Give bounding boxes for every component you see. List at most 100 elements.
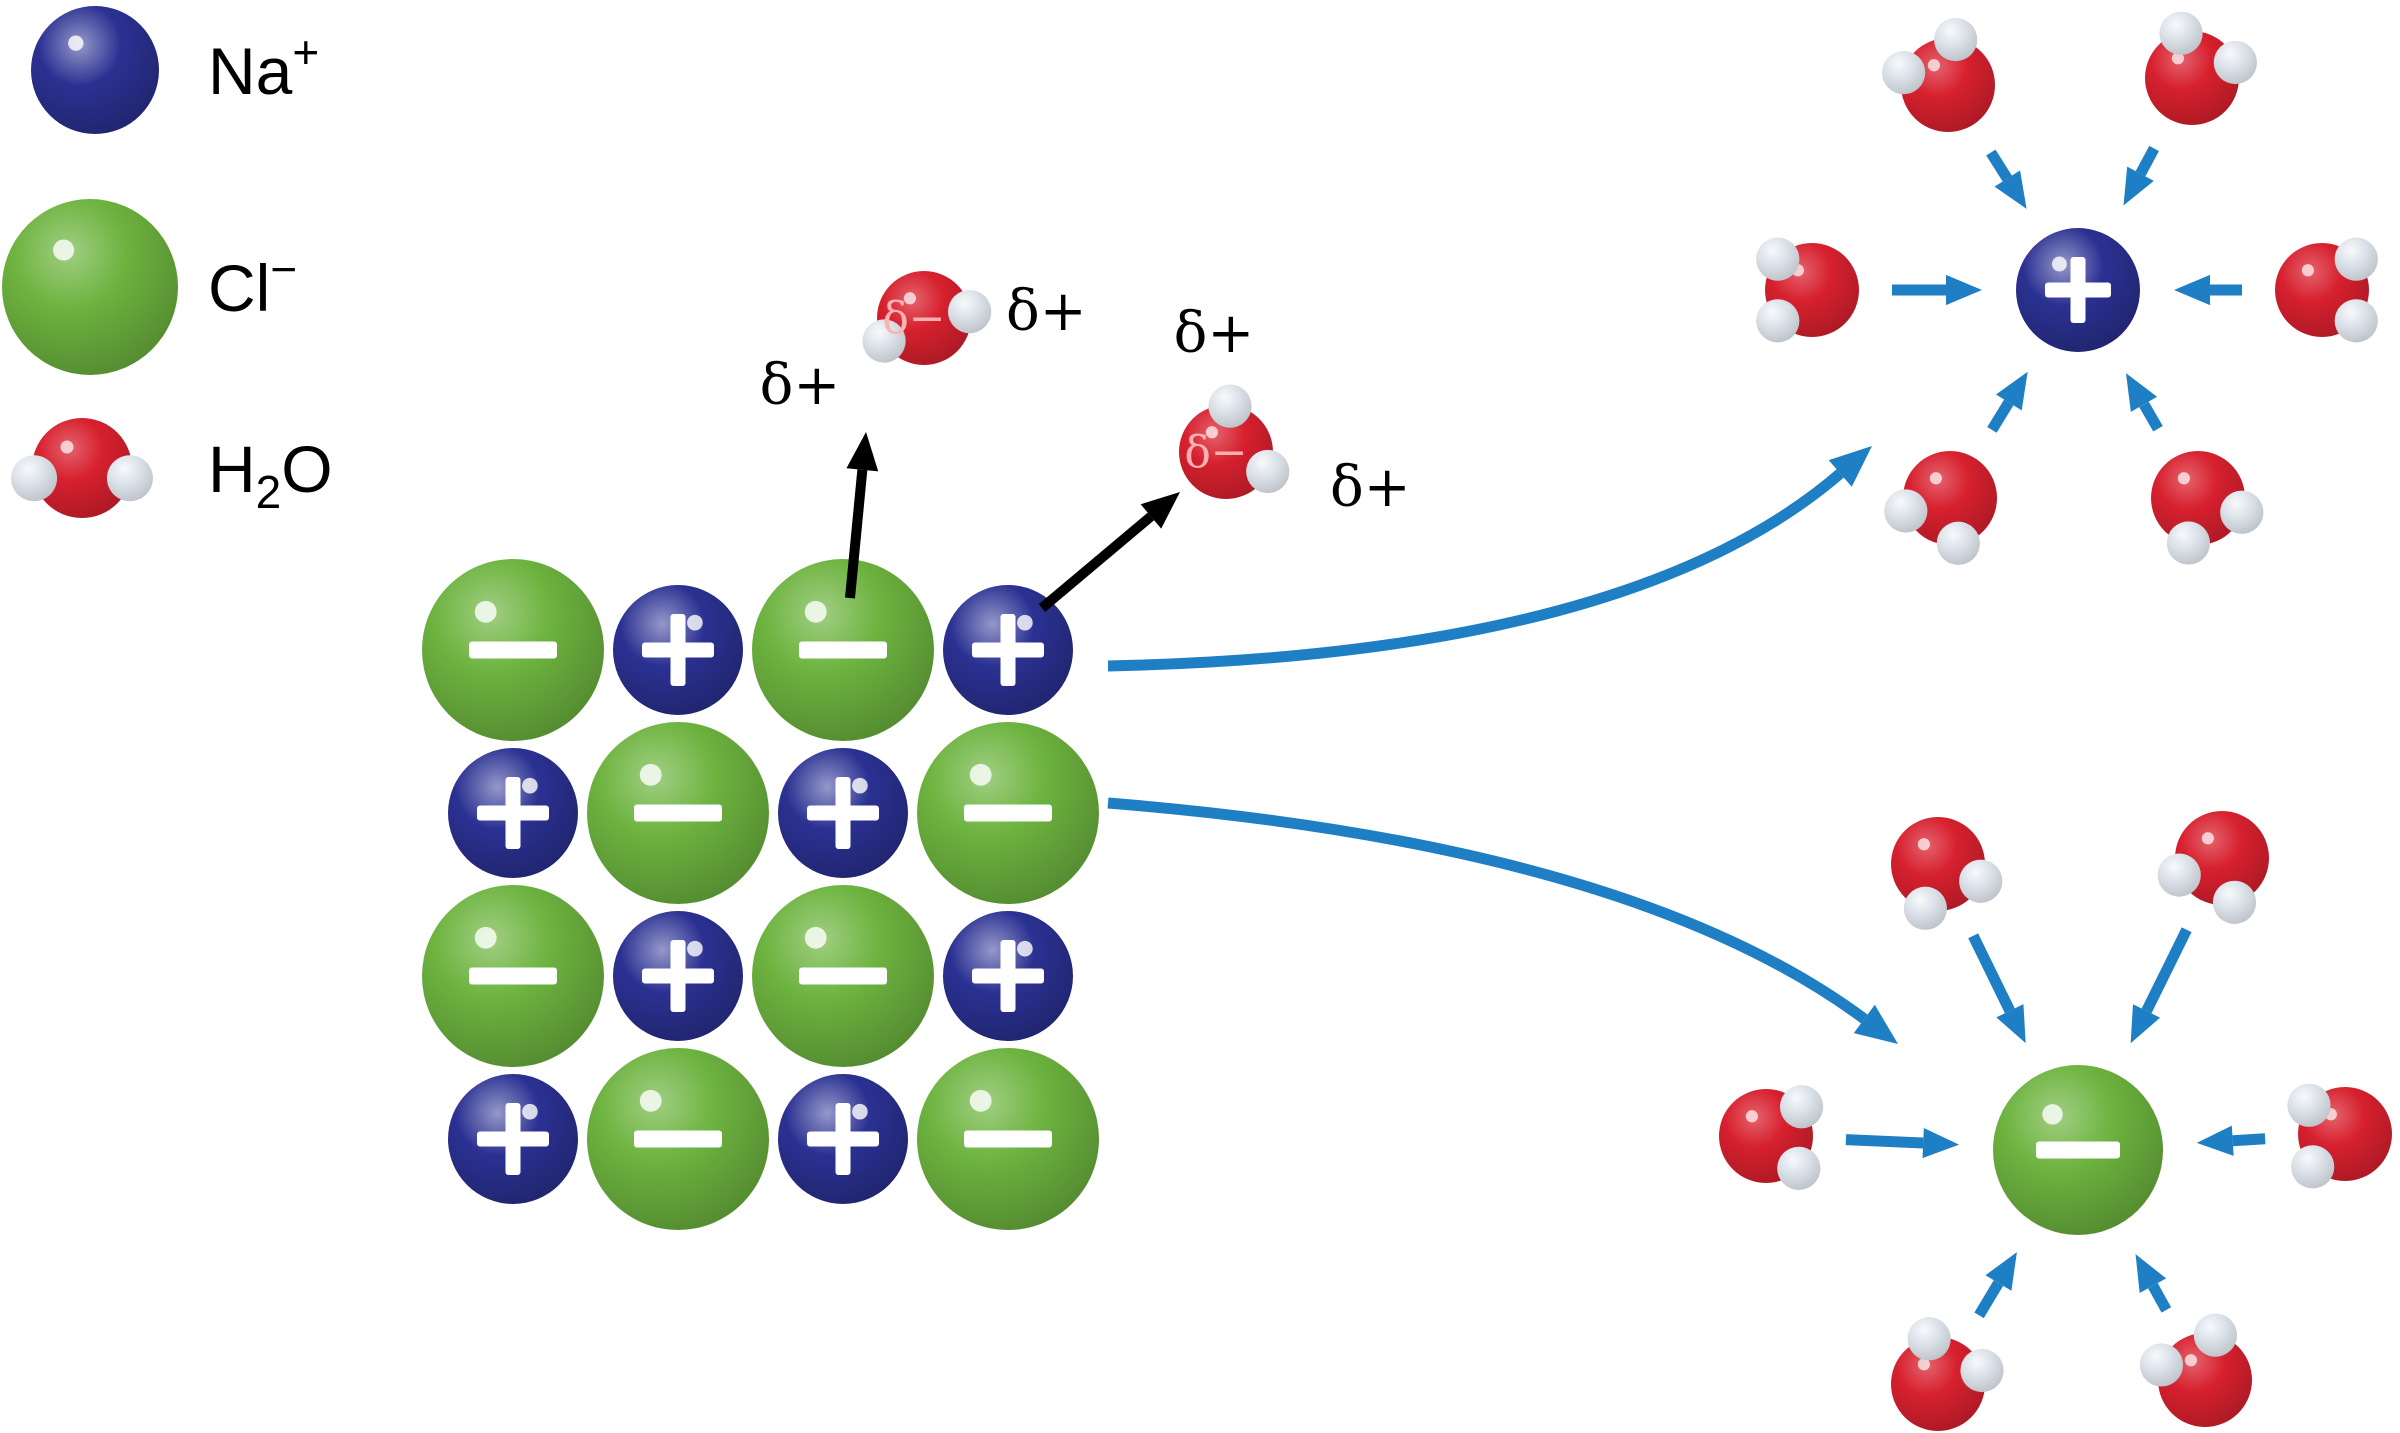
hydrogen-atom [2159, 11, 2203, 55]
minus-sign [964, 1130, 1052, 1148]
hydrogen-atom [1884, 489, 1928, 533]
specular-highlight [969, 1089, 992, 1112]
water-molecule [1891, 817, 2003, 930]
escaping-water-1 [862, 271, 992, 365]
plus-sign [972, 940, 1044, 1012]
hydrogen-atom [2157, 853, 2201, 897]
oxygen-atom [2158, 1333, 2252, 1427]
specular-highlight [1917, 838, 1931, 851]
escaping-water-2 [1179, 384, 1290, 499]
minus-sign [634, 804, 722, 822]
hydrogen-atom [947, 289, 992, 334]
oxygen-atom [32, 418, 132, 518]
specular-highlight [2051, 256, 2067, 272]
hydrogen-atom [2212, 880, 2257, 924]
legend-sodium-sphere [31, 6, 159, 134]
specular-highlight [1205, 426, 1219, 439]
specular-highlight [2184, 1354, 2198, 1367]
hydrogen-atom [2291, 1145, 2335, 1189]
specular-highlight [687, 940, 703, 957]
hydration-arrow [1974, 1252, 2017, 1319]
hydrogen-atom [1907, 1317, 1951, 1361]
specular-highlight [60, 440, 74, 454]
minus-sign [469, 641, 557, 659]
hydrogen-atom [1756, 299, 1800, 343]
hydrogen-atom [1903, 886, 1947, 930]
minus-sign [964, 804, 1052, 822]
hydrogen-atom [862, 319, 906, 363]
extraction-arrow [845, 432, 879, 599]
oxygen-atom [1891, 1337, 1985, 1431]
water-molecule [2151, 451, 2264, 565]
hydrogen-atom [106, 455, 153, 502]
hydrogen-atom [1960, 1348, 2004, 1393]
water-molecule [1719, 1085, 1824, 1190]
water-molecule [2275, 237, 2378, 343]
hydrogen-atom [1882, 50, 1926, 95]
water-molecule [1891, 1317, 2004, 1431]
specular-highlight [804, 926, 827, 949]
hydrogen-atom [1777, 1146, 1821, 1190]
hydrogen-atom [2213, 40, 2257, 85]
water-molecule [1884, 451, 1997, 565]
hydration-arrow [2125, 373, 2163, 432]
water-molecule [1756, 237, 1859, 343]
specular-highlight [522, 777, 538, 794]
plus-sign [807, 1103, 879, 1175]
plus-sign [807, 777, 879, 849]
hydrogen-atom [1959, 859, 2003, 903]
specular-highlight [687, 614, 703, 631]
hydration-arrow [1892, 274, 1982, 306]
delta-plus-label: δ+ [1330, 455, 1411, 520]
plus-sign [642, 614, 714, 686]
delta-minus-label: δ− [1184, 427, 1247, 478]
hydrogen-atom [2139, 1343, 2184, 1387]
oxygen-atom [1901, 38, 1995, 132]
specular-highlight [68, 35, 84, 51]
specular-highlight [639, 763, 662, 786]
hydration-arrow [1968, 933, 2026, 1044]
hydrogen-atom [2166, 521, 2211, 565]
hydrogen-atom [2334, 237, 2378, 281]
hydrogen-atom [1756, 237, 1800, 281]
hydrated-chloride-ion [1719, 811, 2392, 1431]
specular-highlight [522, 1103, 538, 1120]
minus-sign [2036, 1141, 2120, 1159]
hydrogen-atom [1208, 384, 1252, 428]
plus-sign [642, 940, 714, 1012]
water-molecule [1882, 17, 1995, 132]
plus-sign [477, 1103, 549, 1175]
hydrogen-atom [11, 455, 58, 502]
specular-highlight [2177, 472, 2191, 485]
oxygen-atom [2151, 451, 2245, 545]
plus-sign [972, 614, 1044, 686]
specular-highlight [969, 763, 992, 786]
hydration-arrow [1986, 149, 2027, 209]
specular-highlight [2171, 52, 2185, 65]
oxygen-atom [1903, 451, 1997, 545]
minus-sign [634, 1130, 722, 1148]
specular-highlight [1745, 1110, 1759, 1123]
legend-water-molecule [11, 418, 153, 518]
delta-plus-label: δ+ [1174, 301, 1255, 366]
hydrogen-atom [2193, 1313, 2238, 1357]
hydration-arrow [2123, 145, 2159, 206]
water-molecule [2145, 11, 2257, 125]
water-molecule [2157, 811, 2269, 924]
legend-label-chloride: Cl− [208, 243, 297, 325]
delta-minus-label: δ− [882, 293, 945, 344]
nacl-crystal-lattice [422, 559, 1099, 1230]
specular-highlight [474, 926, 497, 949]
minus-sign [799, 641, 887, 659]
water-molecule [2139, 1313, 2252, 1427]
specular-highlight [639, 1089, 662, 1112]
hydration-arrow [2174, 274, 2242, 306]
hydrogen-atom [1934, 17, 1978, 62]
hydrogen-atom [1246, 449, 1290, 494]
legend-label-water: H2O [208, 432, 333, 518]
extraction-arrow [1038, 492, 1180, 612]
specular-highlight [1929, 472, 1943, 485]
delta-plus-label: δ+ [1006, 279, 1087, 344]
